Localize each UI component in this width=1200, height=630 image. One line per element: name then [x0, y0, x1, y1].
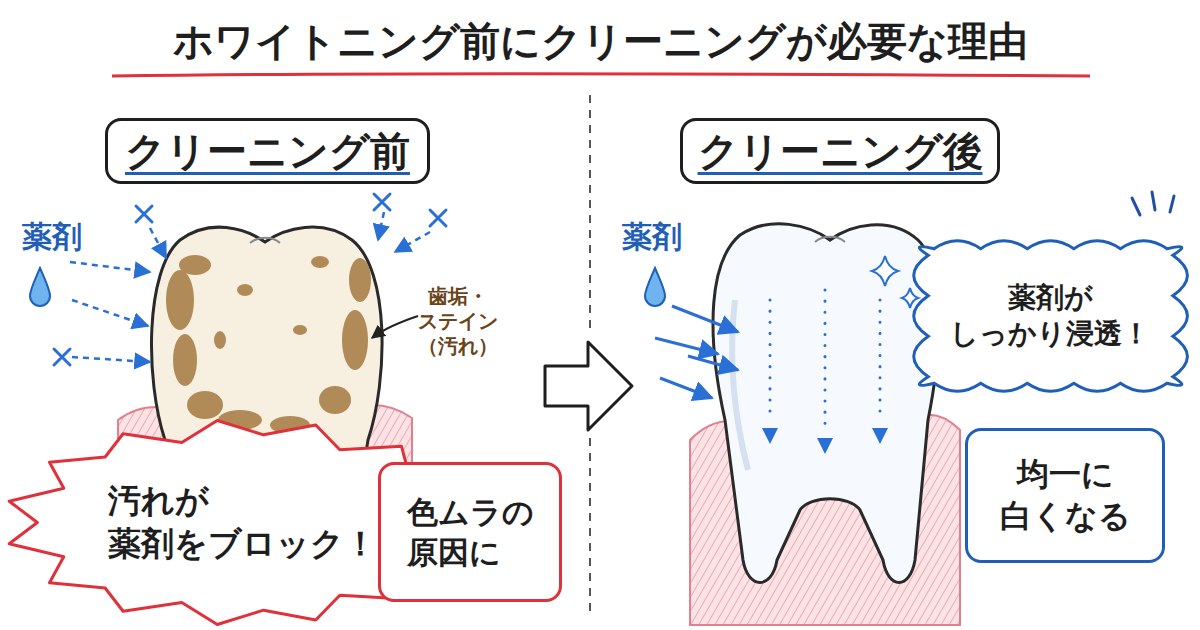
blocked-arrow: [70, 212, 430, 362]
callout-text: 均一に 白くなる: [1000, 454, 1131, 537]
speech-cloud: 薬剤が しっかり浸透！: [905, 236, 1196, 396]
stain: [166, 255, 371, 434]
leader-line: [372, 316, 418, 338]
panel-heading: クリーニング前: [125, 125, 410, 177]
transition-arrow: [545, 342, 632, 430]
drop: [30, 268, 50, 306]
clean-tooth: [713, 224, 939, 583]
tooth-groove: [815, 237, 845, 242]
divider: [589, 95, 591, 335]
cloud-outline: [905, 236, 1196, 396]
callout-text: 色ムラの 原因に: [407, 492, 534, 573]
note-box: 均一に 白くなる: [965, 428, 1165, 563]
cross-mark: [54, 194, 446, 365]
note-box: 色ムラの 原因に: [378, 462, 562, 602]
emphasis-lines: [1132, 192, 1174, 215]
tooth-groove: [250, 238, 280, 243]
title-underline: [112, 74, 1090, 76]
callout-text: 薬剤が しっかり浸透！: [950, 280, 1150, 353]
drop: [645, 268, 665, 306]
divider: [589, 438, 591, 612]
callout-label: 歯垢・ステイン （汚れ）: [418, 284, 498, 359]
panel-heading: クリーニング後: [698, 125, 983, 177]
penetration-arrowhead: [762, 428, 888, 454]
header-box: クリーニング後: [680, 118, 1000, 184]
agent-label: 薬剤: [22, 218, 82, 256]
title: ホワイトニング前にクリーニングが必要な理由: [0, 16, 1200, 66]
penetration-dots: [770, 290, 880, 430]
tooth-shine: [732, 300, 748, 470]
cloud-outline: [914, 241, 1188, 391]
penetrating-arrow: [655, 306, 738, 398]
header-box: クリーニング前: [105, 118, 430, 184]
callout-text: 汚れが 薬剤をブロック！: [108, 480, 377, 566]
agent-label: 薬剤: [622, 218, 682, 256]
